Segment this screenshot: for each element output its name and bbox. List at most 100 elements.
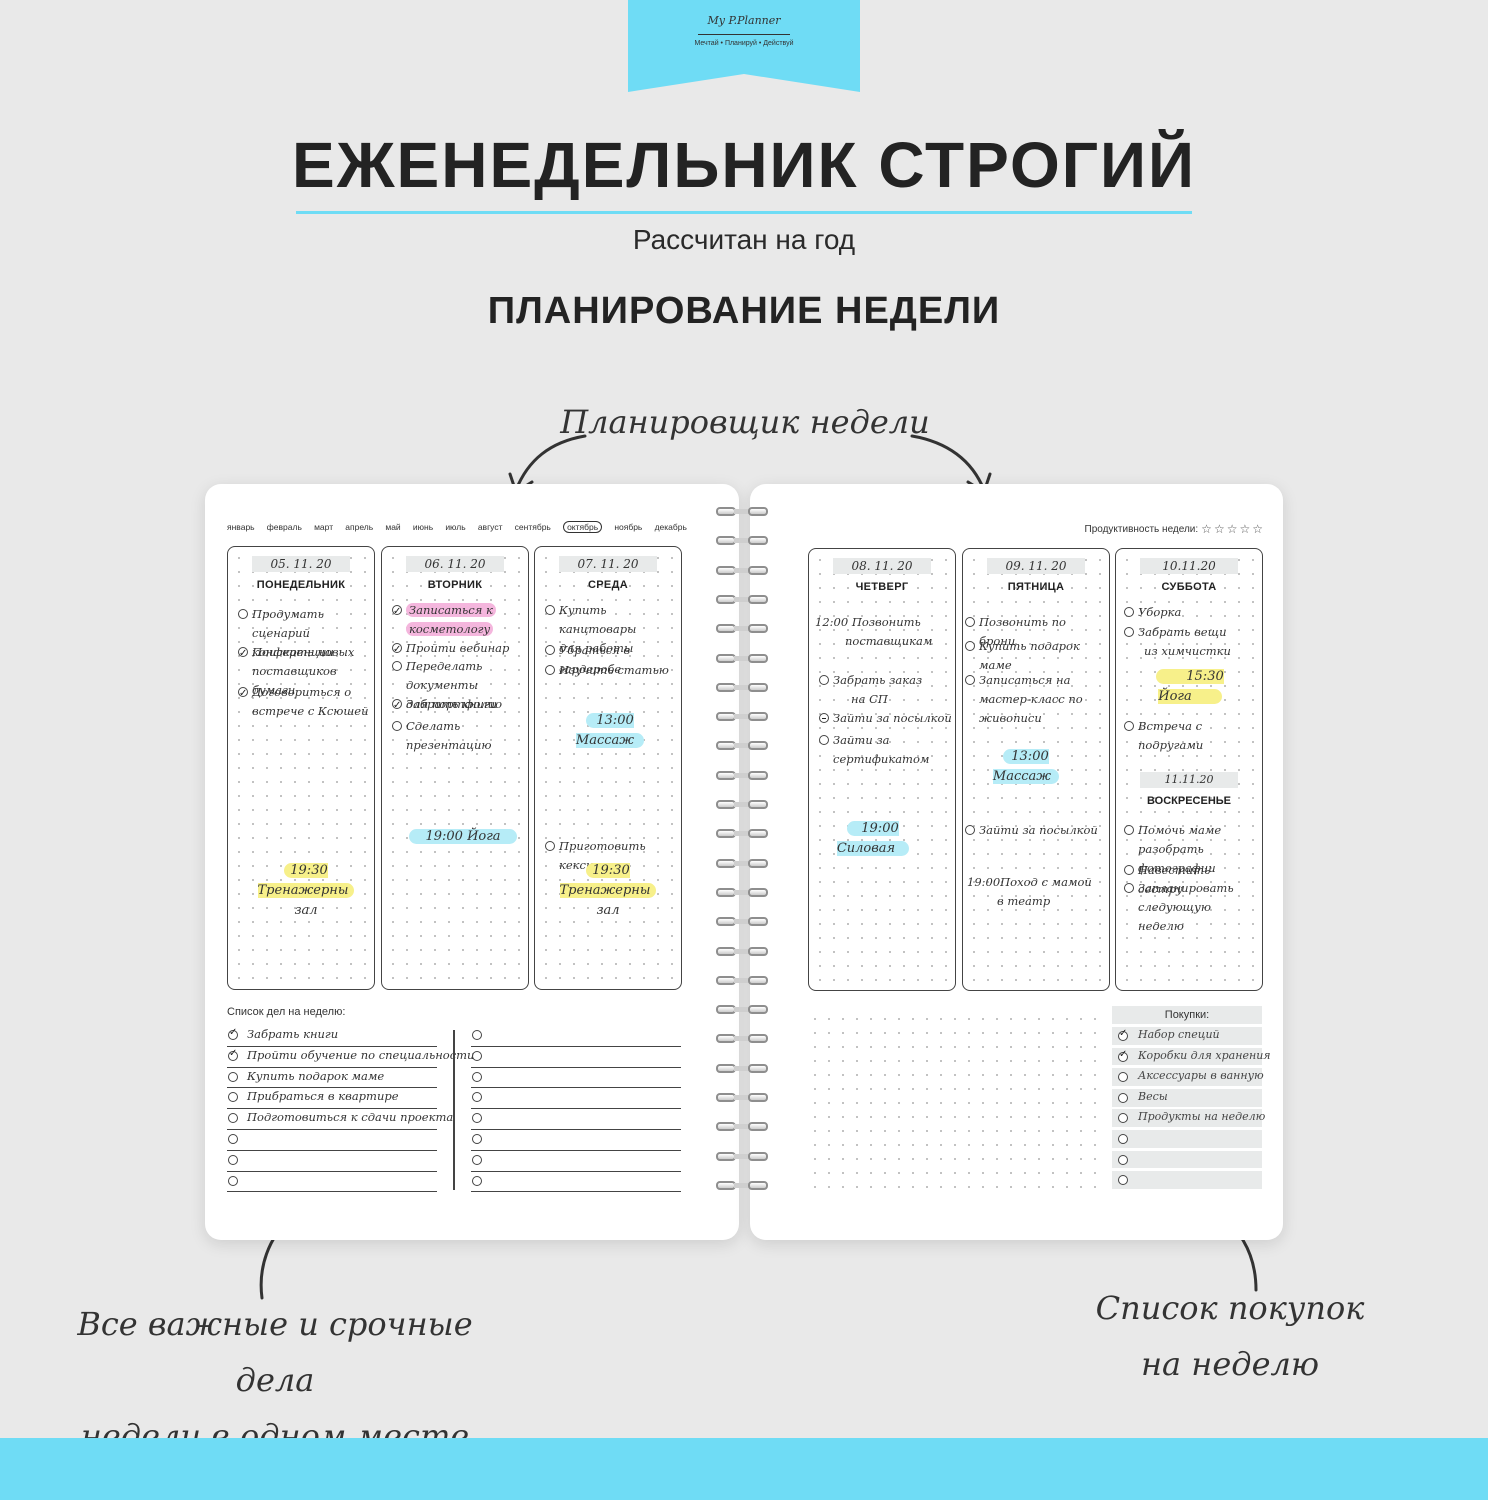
checkbox[interactable] bbox=[1124, 825, 1134, 835]
task-item[interactable]: Купить подарок маме bbox=[965, 637, 1099, 675]
checkbox[interactable] bbox=[545, 645, 555, 655]
todo-row[interactable]: Прибраться в квартире bbox=[227, 1088, 437, 1110]
event-strength[interactable]: 19:00 Силовая bbox=[815, 819, 931, 859]
checkbox[interactable] bbox=[965, 641, 975, 651]
checkbox[interactable] bbox=[819, 735, 829, 745]
checkbox-partial[interactable] bbox=[819, 713, 829, 723]
month-item[interactable]: июнь bbox=[412, 522, 434, 532]
shopping-row[interactable]: Весы bbox=[1112, 1088, 1262, 1107]
shopping-text[interactable]: Аксессуары в ванную bbox=[1138, 1069, 1264, 1083]
month-item[interactable]: апрель bbox=[345, 522, 374, 532]
checkbox[interactable] bbox=[1124, 883, 1134, 893]
task-item[interactable]: Изучить статью bbox=[545, 661, 679, 680]
checkbox-checked[interactable] bbox=[228, 1027, 238, 1040]
todo-text[interactable]: Прибраться в квартире bbox=[247, 1089, 399, 1104]
task-item[interactable]: Пройти вебинар bbox=[392, 639, 526, 659]
star-icon[interactable]: ☆ bbox=[1201, 522, 1212, 536]
task-item[interactable]: Забрать книги bbox=[392, 695, 526, 715]
checkbox-checked[interactable] bbox=[1118, 1049, 1128, 1062]
shopping-row[interactable]: Коробки для хранения bbox=[1112, 1047, 1271, 1066]
shopping-text[interactable]: Коробки для хранения bbox=[1138, 1048, 1271, 1062]
checkbox[interactable] bbox=[1124, 865, 1134, 875]
event-yoga[interactable]: 19:00 Йога bbox=[404, 827, 522, 847]
checkbox[interactable] bbox=[819, 675, 829, 685]
checkbox[interactable] bbox=[472, 1030, 482, 1040]
month-item[interactable]: февраль bbox=[266, 522, 302, 532]
star-icon[interactable]: ☆ bbox=[1226, 522, 1238, 536]
checkbox[interactable] bbox=[965, 617, 975, 627]
checkbox[interactable] bbox=[1124, 627, 1134, 637]
checkbox-checked[interactable] bbox=[238, 684, 248, 703]
task-item[interactable]: Приготовить кексики bbox=[545, 837, 679, 875]
month-current[interactable]: октябрь bbox=[563, 521, 603, 533]
month-item[interactable]: май bbox=[385, 522, 401, 532]
task-item[interactable]: Убраться в гардеробе bbox=[545, 641, 679, 679]
todo-row[interactable]: Подготовиться к сдачи проекта bbox=[227, 1109, 453, 1130]
checkbox[interactable] bbox=[1118, 1154, 1128, 1165]
todo-row[interactable] bbox=[471, 1068, 681, 1089]
checkbox[interactable] bbox=[1118, 1133, 1128, 1144]
todo-row[interactable] bbox=[471, 1109, 681, 1130]
todo-row[interactable] bbox=[471, 1172, 681, 1193]
event-massage[interactable]: 13:00 Массаж bbox=[971, 747, 1081, 787]
task-item[interactable]: Уборка bbox=[1124, 603, 1258, 622]
checkbox[interactable] bbox=[472, 1113, 482, 1124]
checkbox[interactable] bbox=[545, 605, 555, 615]
month-item[interactable]: март bbox=[314, 522, 334, 532]
checkbox[interactable] bbox=[1118, 1072, 1128, 1083]
todo-text[interactable]: Пройти обучение по специальности bbox=[247, 1047, 475, 1062]
checkbox[interactable] bbox=[472, 1154, 482, 1165]
star-icon[interactable]: ☆ bbox=[1252, 522, 1263, 536]
event-massage[interactable]: 13:00 Массаж bbox=[555, 711, 665, 751]
month-item[interactable]: сентябрь bbox=[514, 522, 551, 532]
checkbox-checked[interactable] bbox=[392, 602, 402, 621]
checkbox[interactable] bbox=[228, 1175, 238, 1186]
todo-row[interactable] bbox=[471, 1047, 681, 1068]
checkbox-checked[interactable] bbox=[238, 644, 248, 663]
todo-row[interactable] bbox=[227, 1151, 437, 1172]
checkbox[interactable] bbox=[228, 1092, 238, 1103]
checkbox[interactable] bbox=[965, 825, 975, 835]
month-item[interactable]: январь bbox=[227, 522, 255, 532]
todo-row[interactable] bbox=[227, 1172, 437, 1193]
month-item[interactable]: июль bbox=[445, 522, 466, 532]
todo-text[interactable]: Забрать книги bbox=[247, 1027, 339, 1041]
checkbox[interactable] bbox=[228, 1154, 238, 1165]
shopping-text[interactable]: Набор специй bbox=[1138, 1028, 1220, 1041]
shopping-row[interactable]: Набор специй bbox=[1112, 1027, 1262, 1045]
todo-row[interactable]: Забрать книги bbox=[227, 1026, 437, 1047]
checkbox[interactable] bbox=[228, 1113, 238, 1124]
checkbox[interactable] bbox=[545, 841, 555, 851]
task-item[interactable]: Навестить сестру bbox=[1124, 861, 1258, 899]
month-item[interactable]: декабрь bbox=[654, 522, 687, 532]
todo-row[interactable] bbox=[227, 1130, 437, 1151]
checkbox[interactable] bbox=[392, 721, 402, 731]
notes-dot-grid[interactable] bbox=[808, 1012, 1102, 1192]
task-item[interactable]: Сделать презентацию bbox=[392, 717, 526, 755]
task-item[interactable]: Позвонить по брони bbox=[965, 613, 1099, 651]
checkbox[interactable] bbox=[965, 675, 975, 685]
checkbox-checked[interactable] bbox=[392, 696, 402, 715]
checkbox[interactable] bbox=[1118, 1175, 1128, 1186]
checkbox[interactable] bbox=[1124, 721, 1134, 731]
todo-row[interactable] bbox=[471, 1088, 681, 1110]
month-item[interactable]: август bbox=[477, 522, 503, 532]
checkbox[interactable] bbox=[472, 1092, 482, 1103]
todo-text[interactable]: Подготовиться к сдачи проекта bbox=[247, 1110, 454, 1125]
checkbox[interactable] bbox=[472, 1133, 482, 1144]
checkbox[interactable] bbox=[472, 1050, 482, 1061]
todo-row[interactable] bbox=[471, 1026, 681, 1047]
todo-row[interactable]: Купить подарок маме bbox=[227, 1068, 437, 1089]
shopping-row[interactable] bbox=[1112, 1150, 1262, 1169]
checkbox-checked[interactable] bbox=[1118, 1028, 1128, 1041]
